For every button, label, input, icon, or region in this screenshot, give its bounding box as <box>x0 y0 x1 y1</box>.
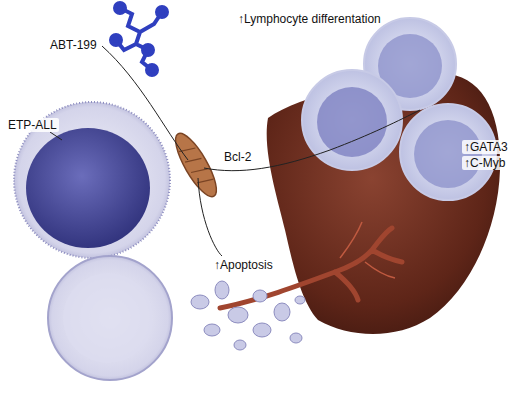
cell-label: ETP-ALL <box>6 118 59 132</box>
apoptotic-bodies <box>191 281 305 350</box>
lymphocytes <box>302 18 496 200</box>
protein-label: Bcl-2 <box>222 150 253 164</box>
liver-vessel-fine <box>340 222 395 278</box>
drug-label: ABT-199 <box>48 38 99 52</box>
effect-label: ↑Apoptosis <box>212 258 275 272</box>
effect-label: ↑Lymphocyte differentation <box>236 12 383 26</box>
gene-label: ↑GATA3 <box>462 140 510 154</box>
leader-lines <box>50 46 420 256</box>
gene-label: ↑C-Myb <box>462 156 507 170</box>
apoptotic-cell <box>48 256 172 380</box>
mitochondrion <box>168 128 223 201</box>
